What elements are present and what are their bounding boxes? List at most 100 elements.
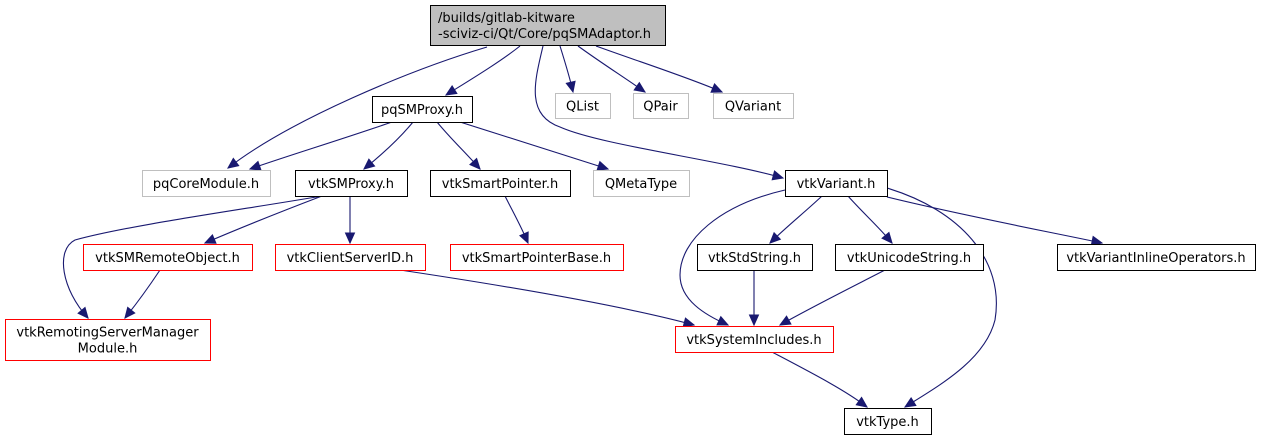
arrowhead-icon: [771, 170, 785, 181]
edge-line: [595, 45, 723, 93]
arrowhead-icon: [769, 231, 782, 244]
arrowhead-icon: [855, 396, 868, 408]
nodes-layer: /builds/gitlab-kitware-sciviz-ci/Qt/Core…: [5, 5, 1256, 435]
node-vtk-type[interactable]: vtkType.h: [844, 408, 932, 435]
arrowhead-icon: [710, 83, 724, 93]
node-box: [1057, 244, 1256, 271]
node-label: /builds/gitlab-kitware: [438, 11, 575, 26]
edge-pq-smproxy-to-pq-core-module: [248, 121, 393, 171]
node-box: [785, 170, 888, 197]
arrowhead-icon: [748, 314, 760, 327]
edge-root-to-pq-smproxy: [444, 45, 521, 96]
node-vtk-smart-pointer[interactable]: vtkSmartPointer.h: [430, 170, 571, 197]
edge-line: [779, 269, 886, 326]
edge-line: [459, 121, 609, 170]
edge-vtk-smproxy-to-vtk-client-server-id: [344, 196, 356, 245]
arrowhead-icon: [248, 160, 262, 171]
edge-pq-smproxy-to-vtk-smart-pointer: [436, 121, 481, 170]
edge-line: [227, 46, 488, 169]
edge-vtk-variant-to-vtk-system-includes: [679, 189, 786, 326]
edge-root-to-qpair: [577, 45, 647, 93]
arrowhead-icon: [682, 317, 696, 328]
node-vtk-variant[interactable]: vtkVariant.h: [785, 170, 888, 197]
node-box: [633, 93, 689, 119]
node-label: vtkUnicodeString.h: [847, 251, 971, 266]
node-box: [835, 244, 984, 271]
node-box: [593, 170, 690, 197]
node-box: [295, 170, 408, 197]
arrowhead-icon: [518, 231, 529, 245]
edge-line: [886, 196, 1103, 244]
node-vtk-client-server-id[interactable]: vtkClientServerID.h: [275, 244, 426, 271]
node-label: vtkRemotingServerManager: [16, 326, 199, 341]
edge-root-to-qlist: [559, 45, 576, 94]
arrowhead-icon: [565, 80, 576, 94]
node-label: QVariant: [725, 100, 781, 115]
arrowhead-icon: [903, 396, 917, 408]
node-vtk-variant-inline-operators[interactable]: vtkVariantInlineOperators.h: [1057, 244, 1256, 271]
node-label: vtkSMRemoteObject.h: [95, 251, 240, 266]
node-box: [450, 244, 624, 271]
node-label: vtkSmartPointerBase.h: [462, 251, 611, 266]
node-vtk-unicode-string[interactable]: vtkUnicodeString.h: [835, 244, 984, 271]
node-pq-smproxy[interactable]: pqSMProxy.h: [372, 96, 473, 123]
arrowhead-icon: [596, 160, 610, 171]
edge-root-to-pq-core-module: [227, 46, 488, 169]
edge-line: [62, 195, 323, 319]
edge-vtk-variant-to-vtk-unicode-string: [847, 195, 893, 244]
edge-line: [769, 195, 823, 244]
edge-vtk-smremote-object-to-vtk-remoting-server-manager-module: [124, 269, 161, 319]
node-label: vtkSMProxy.h: [308, 177, 394, 192]
node-box: [83, 244, 253, 271]
node-label: vtkStdString.h: [708, 251, 801, 266]
node-box: [713, 93, 794, 119]
edge-line: [886, 187, 997, 408]
arrowhead-icon: [124, 306, 136, 319]
arrowhead-icon: [444, 84, 458, 96]
edges-layer: [62, 45, 1104, 408]
node-box: [430, 170, 571, 197]
node-vtk-system-includes[interactable]: vtkSystemIncludes.h: [675, 326, 834, 353]
edge-vtk-variant-to-vtk-variant-inline-operators: [886, 196, 1104, 247]
node-qvariant[interactable]: QVariant: [713, 93, 794, 119]
node-vtk-smproxy[interactable]: vtkSMProxy.h: [295, 170, 408, 197]
edge-root-to-vtk-variant: [534, 45, 785, 181]
node-label: vtkSmartPointer.h: [442, 177, 558, 192]
node-box: [697, 244, 813, 271]
arrowhead-icon: [881, 231, 893, 244]
arrowhead-icon: [344, 232, 356, 245]
edge-root-to-qvariant: [595, 45, 724, 93]
node-label: QMetaType: [605, 177, 677, 192]
node-root: /builds/gitlab-kitware-sciviz-ci/Qt/Core…: [430, 5, 666, 46]
node-vtk-std-string[interactable]: vtkStdString.h: [697, 244, 813, 271]
arrowhead-icon: [363, 158, 376, 170]
node-qlist[interactable]: QList: [555, 93, 611, 119]
node-label: Module.h: [78, 342, 138, 357]
node-box: [372, 96, 473, 123]
edge-vtk-variant-to-vtk-type: [886, 187, 997, 408]
edge-vtk-system-includes-to-vtk-type: [771, 351, 868, 408]
edge-vtk-variant-to-vtk-std-string: [769, 195, 823, 244]
node-vtk-smremote-object[interactable]: vtkSMRemoteObject.h: [83, 244, 253, 271]
node-pq-core-module[interactable]: pqCoreModule.h: [142, 170, 271, 197]
arrowhead-icon: [716, 315, 730, 326]
edge-line: [399, 269, 695, 326]
node-label: pqSMProxy.h: [381, 103, 463, 118]
node-label: vtkVariantInlineOperators.h: [1066, 251, 1245, 266]
node-box: [275, 244, 426, 271]
edge-line: [534, 45, 784, 179]
node-vtk-smart-pointer-base[interactable]: vtkSmartPointerBase.h: [450, 244, 624, 271]
node-label: QList: [566, 100, 599, 115]
node-qmeta-type[interactable]: QMetaType: [593, 170, 690, 197]
node-box: [5, 319, 211, 361]
edge-line: [249, 121, 393, 170]
node-box: [555, 93, 611, 119]
edge-line: [679, 189, 786, 326]
node-label: vtkClientServerID.h: [287, 251, 414, 266]
node-qpair[interactable]: QPair: [633, 93, 689, 119]
node-label: -sciviz-ci/Qt/Core/pqSMAdaptor.h: [438, 27, 651, 42]
node-box: [430, 5, 666, 46]
edge-vtk-std-string-to-vtk-system-includes: [748, 270, 760, 327]
